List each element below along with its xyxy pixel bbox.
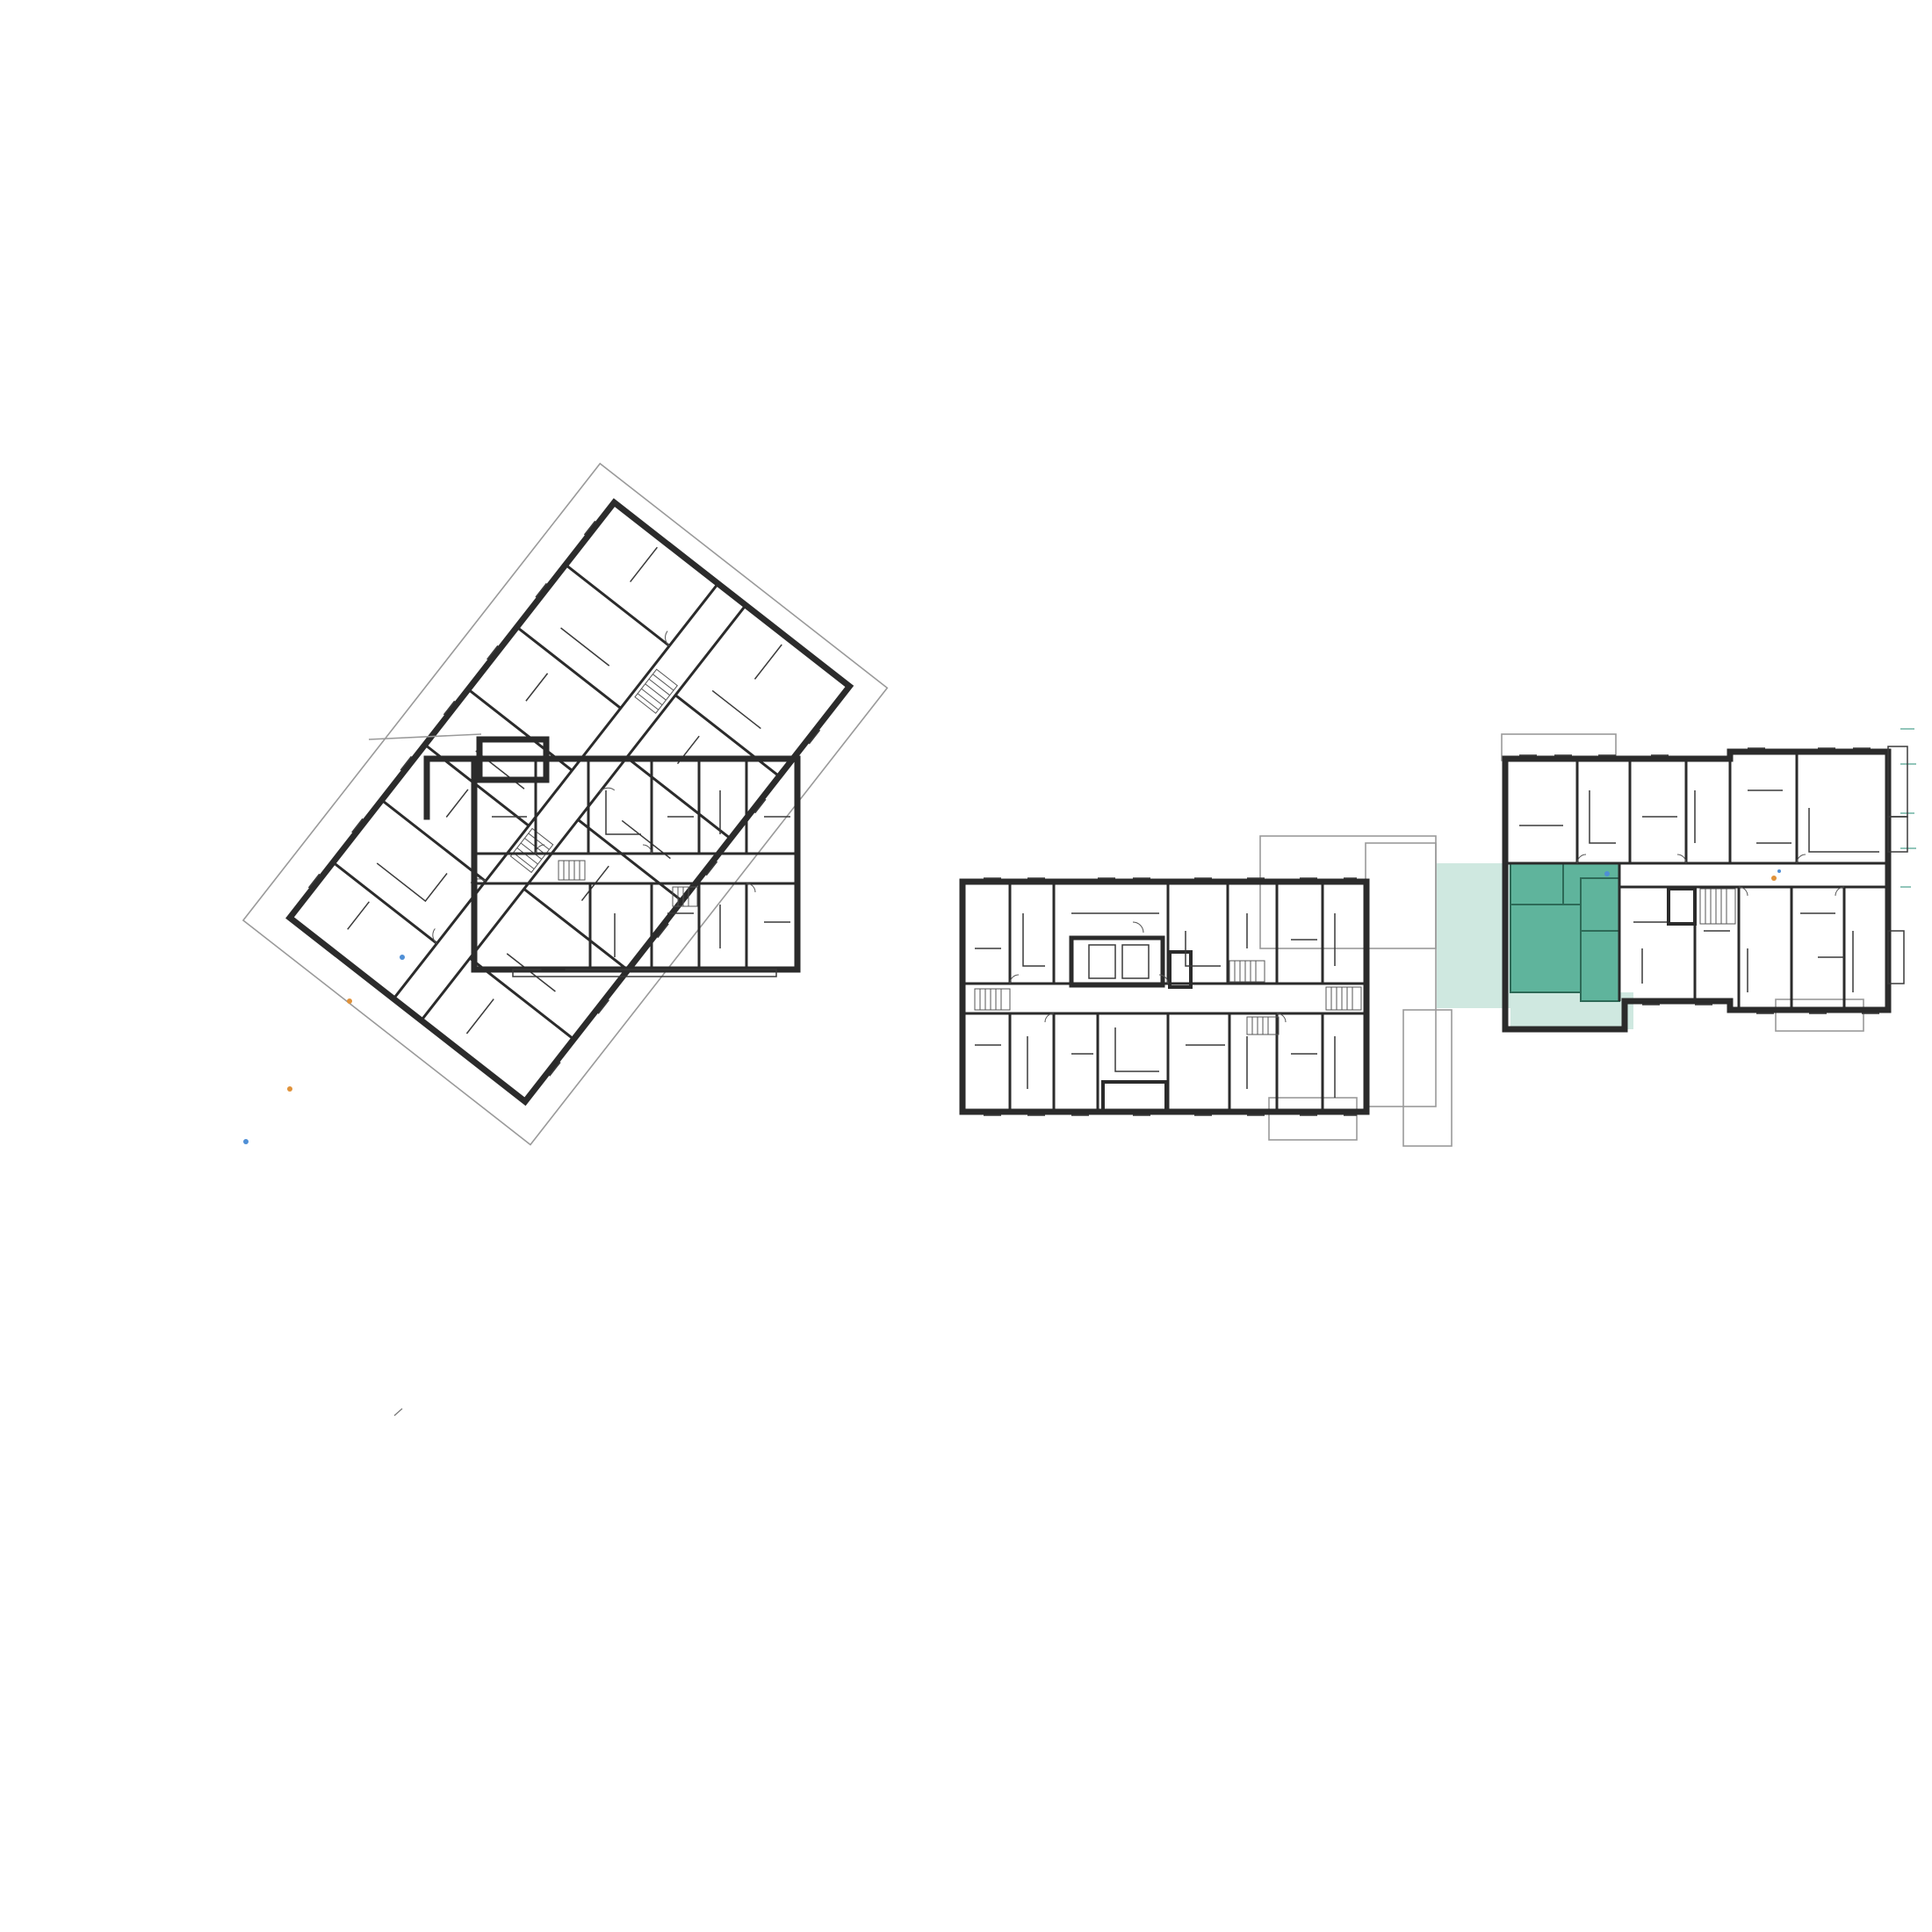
central-block: [959, 835, 1453, 1147]
highlighted-terrace: [1437, 863, 1510, 1008]
west-wing-outer-wall: [285, 498, 854, 1107]
west-wing: [242, 462, 889, 1146]
highlighted-unit: [1510, 862, 1620, 1002]
west-wing-horizontal: [471, 736, 801, 977]
west-wing-terrace-outline: [242, 462, 889, 1146]
north-arrow-icon: [393, 1408, 403, 1417]
east-block: [1437, 728, 1916, 1033]
